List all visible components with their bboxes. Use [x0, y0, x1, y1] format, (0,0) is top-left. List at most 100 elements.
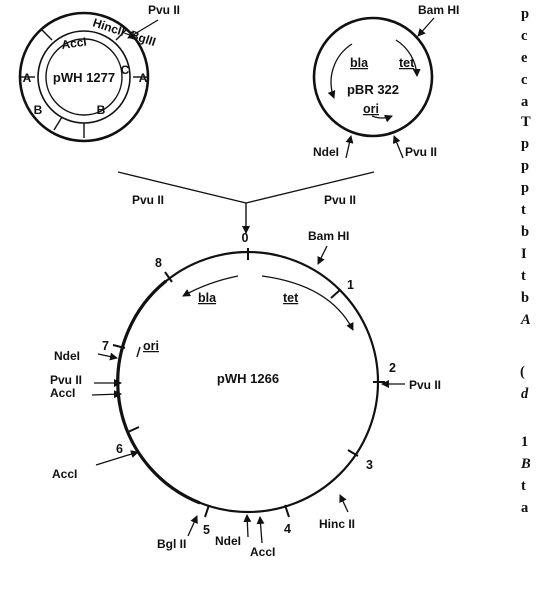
pwh1266-tick	[330, 289, 341, 299]
pwh1266-site-acci-bottom: AccI	[250, 545, 275, 559]
cropped-text-char: t	[521, 478, 526, 494]
pwh1266-tick-7: 7	[102, 339, 109, 353]
pwh1277-arc-label: HincII–BglII	[91, 16, 157, 50]
pwh1266-tick-5: 5	[203, 523, 210, 537]
pwh1266-tick-3: 3	[366, 458, 373, 472]
cropped-text-char: e	[521, 50, 528, 66]
pwh1266-tick	[164, 271, 173, 283]
pwh1266-gene-bla: bla	[198, 291, 217, 305]
pwh1277-site-pvuii: Pvu II	[148, 3, 180, 17]
pwh1266-ndei-left-arrow	[97, 352, 118, 361]
pbr322-gene-tet: tet	[399, 56, 415, 70]
pwh1266-acci-left-arrow	[95, 450, 139, 466]
pwh1266-ori-arrow	[136, 346, 141, 358]
pwh1277-segment-b-right: B	[97, 103, 106, 117]
plasmid-pwh1266: 0 1 2 3 4 5 6 7 8 bla tet ori pWH 1266 B…	[50, 229, 441, 559]
pwh1277-segment-b-left: B	[34, 103, 43, 117]
cropped-text-char: p	[521, 158, 529, 174]
cropped-text-char: (	[520, 364, 525, 380]
pwh1266-ndei-bottom-arrow	[243, 514, 252, 538]
pwh1266-acci-bottom-arrow	[256, 516, 265, 544]
pwh1266-site-pvuii-left: Pvu II	[50, 373, 82, 387]
plasmid-pbr322: bla tet pBR 322 ori Bam HI NdeI Pvu II	[312, 3, 459, 159]
pbr322-bamhi-arrow	[417, 17, 435, 37]
pwh1266-tick	[127, 426, 140, 433]
pwh1266-site-acci-pair: AccI	[50, 386, 75, 400]
pbr322-site-bamhi: Bam HI	[418, 3, 459, 17]
cropped-text-char: a	[521, 500, 529, 516]
pwh1266-gene-tet: tet	[283, 291, 299, 305]
cropped-text-char: A	[520, 312, 531, 328]
pbr322-site-ndei: NdeI	[313, 145, 339, 159]
pwh1277-divider	[115, 29, 127, 41]
pwh1266-tick	[284, 504, 290, 518]
cropped-text-char: p	[521, 136, 529, 152]
cropped-text-char: p	[521, 6, 529, 22]
pwh1266-tick-4: 4	[284, 522, 291, 536]
pbr322-site-pvuii: Pvu II	[405, 145, 437, 159]
pbr322-ori-arrow	[371, 114, 393, 123]
pwh1266-site-bglii: Bgl II	[157, 537, 186, 551]
pwh1266-bamhi-arrow	[317, 245, 328, 265]
pwh1266-bglii-arrow	[187, 515, 198, 537]
ligation-label-left: Pvu II	[132, 193, 164, 207]
pwh1266-site-ndei-left: NdeI	[54, 349, 80, 363]
pwh1266-tick	[112, 344, 126, 349]
pwh1266-site-ndei-bottom: NdeI	[215, 534, 241, 548]
ligation-line-right	[245, 171, 375, 204]
pwh1266-gene-ori: ori	[143, 339, 159, 353]
ligation-label-right: Pvu II	[324, 193, 356, 207]
pwh1266-hincii-arrow	[339, 494, 349, 513]
cropped-text-char: t	[521, 268, 526, 284]
pwh1277-inner-ring	[45, 38, 123, 116]
pwh1266-site-pvuii-right: Pvu II	[409, 378, 441, 392]
pwh1266-tick-1: 1	[347, 278, 354, 292]
pwh1277-name: pWH 1277	[53, 70, 115, 85]
pwh1266-tick	[204, 504, 210, 518]
pwh1266-insert-arc	[116, 279, 201, 505]
ligation-line-left	[117, 171, 247, 204]
cropped-text-char: a	[521, 94, 529, 110]
ligation-scheme: Pvu II Pvu II	[117, 171, 375, 234]
cropped-text-char: c	[521, 72, 528, 88]
pbr322-pvuii-arrow	[392, 135, 404, 159]
pwh1277-divider	[53, 116, 63, 131]
pbr322-ring	[312, 16, 434, 138]
pwh1266-tick-0: 0	[242, 231, 249, 245]
cropped-text-char: b	[521, 290, 529, 306]
cropped-text-char: I	[521, 246, 527, 262]
pwh1277-acci-label: AccI	[60, 35, 87, 52]
pwh1277-segment-a-left: A	[23, 71, 32, 85]
pwh1277-divider	[41, 29, 53, 41]
pbr322-gene-bla: bla	[350, 56, 369, 70]
cropped-text-char: T	[521, 114, 531, 130]
pbr322-ndei-arrow	[345, 135, 354, 159]
pbr322-bla-arrow	[327, 43, 353, 99]
cropped-text-char: 1	[521, 434, 528, 450]
pwh1266-site-hincii: Hinc II	[319, 517, 355, 531]
cropped-text-char: p	[521, 180, 529, 196]
pwh1266-tick-2: 2	[389, 361, 396, 375]
pbr322-name: pBR 322	[347, 82, 399, 97]
pwh1277-segment-c: C	[121, 63, 130, 77]
cropped-text-char: t	[521, 202, 526, 218]
cropped-text-char: b	[521, 224, 529, 240]
cropped-text-char: B	[520, 456, 531, 472]
pwh1277-segment-a-right: A	[139, 71, 148, 85]
pwh1266-tet-arrow	[261, 275, 354, 331]
pwh1266-name: pWH 1266	[217, 371, 279, 386]
pwh1266-tick-8: 8	[155, 256, 162, 270]
pwh1266-site-acci-left: AccI	[52, 467, 77, 481]
pwh1266-tick	[347, 449, 359, 457]
cropped-text-char: c	[521, 28, 528, 44]
pwh1266-acci-pair-arrow	[91, 390, 122, 399]
plasmid-pwh1277: HincII–BglII AccI pWH 1277 A A C B B Pvu…	[18, 3, 180, 143]
cropped-text-char: d	[521, 386, 529, 402]
pwh1266-site-bamhi: Bam HI	[308, 229, 349, 243]
pbr322-gene-ori: ori	[363, 102, 379, 116]
pbr322-tet-arrow	[395, 39, 421, 77]
pwh1277-pvuii-arrow	[127, 19, 159, 39]
pwh1266-tick-6: 6	[116, 442, 123, 456]
